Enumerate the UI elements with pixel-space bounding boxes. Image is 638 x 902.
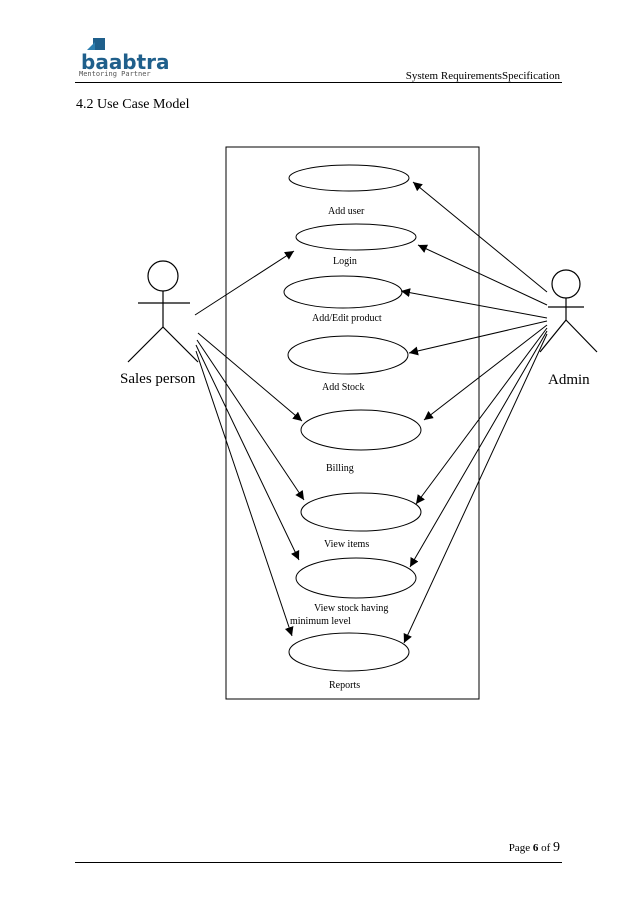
logo-tagline: Mentoring Partner: [79, 70, 151, 78]
use-case-label: Billing: [326, 463, 354, 474]
use-case-label: Reports: [329, 680, 360, 691]
use-case-label: View stock having: [314, 603, 388, 614]
use-case-reports: [288, 632, 410, 672]
use-case-label: View items: [324, 539, 369, 550]
use-case-view-stock-min: [295, 557, 417, 599]
use-case-label: Login: [333, 256, 357, 267]
total-pages: 9: [553, 840, 560, 855]
page-number: 6: [532, 842, 539, 854]
page-word: Page: [508, 842, 531, 854]
use-case-label: Add/Edit product: [312, 313, 382, 324]
use-case-view-items: [300, 492, 422, 532]
admin-label: Admin: [548, 372, 590, 388]
system-boundary: [225, 146, 480, 700]
footer-divider: [75, 862, 562, 863]
header-divider: [75, 82, 562, 83]
baabtra-logo: baabtra Mentoring Partner: [75, 36, 170, 80]
page-footer: Page 6 of 9: [509, 840, 560, 856]
use-case-add-user: [288, 164, 410, 192]
use-case-label: Add Stock: [322, 382, 365, 393]
admin-actor: [539, 269, 598, 353]
use-case-label: Add user: [328, 206, 365, 217]
use-case-add-stock: [287, 335, 409, 375]
logo-mark-icon: [87, 38, 105, 50]
sales-person-actor: [127, 260, 199, 363]
sales-person-label: Sales person: [120, 371, 196, 387]
use-case-billing: [300, 409, 422, 451]
use-case-login: [295, 223, 417, 251]
of-word: of: [541, 842, 551, 854]
page-header: baabtra Mentoring Partner System Require…: [0, 0, 638, 90]
use-case-label: minimum level: [290, 616, 351, 627]
document-title: System RequirementsSpecification: [405, 70, 560, 82]
logo-wordmark: baabtra: [81, 50, 170, 74]
use-case-add-edit-product: [283, 275, 403, 309]
admin-associations: [400, 181, 548, 644]
section-title: 4.2 Use Case Model: [76, 97, 190, 112]
sales-person-associations: [194, 250, 305, 637]
